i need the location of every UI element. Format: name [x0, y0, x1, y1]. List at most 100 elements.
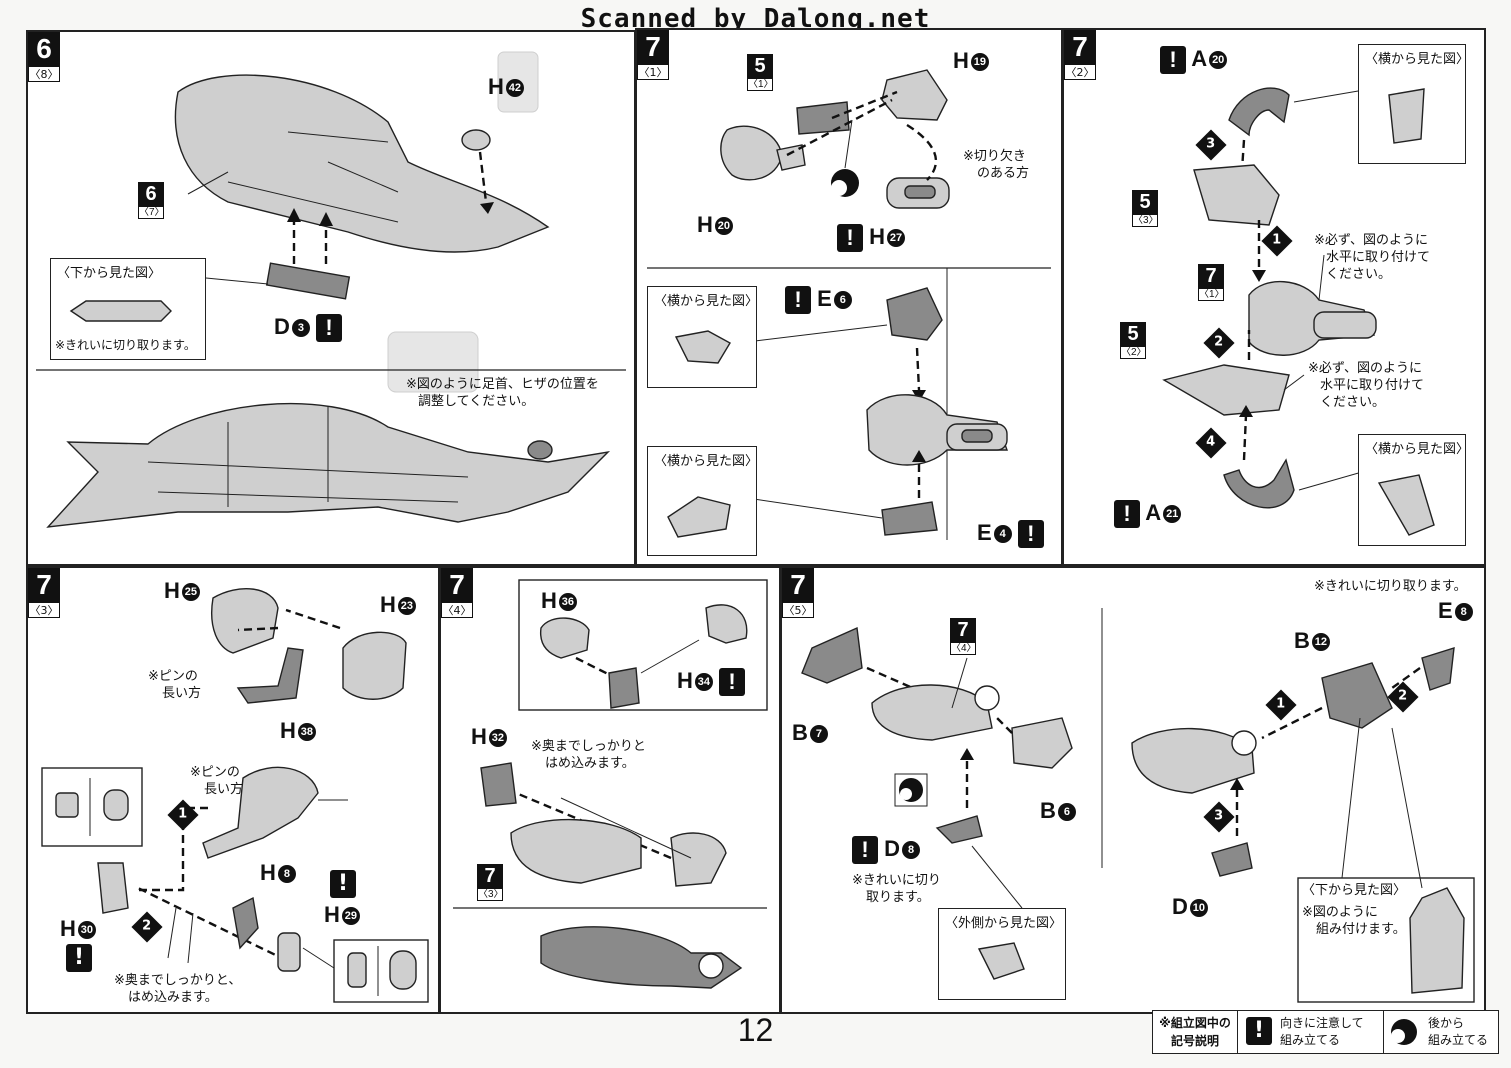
- ref-step5-2: 5〈2〉: [1120, 322, 1147, 359]
- step7-3-illustration: [41, 588, 429, 1003]
- legend-caution: ! 向きに注意して 組み立てる: [1237, 1011, 1384, 1053]
- caution-icon: !: [785, 286, 811, 315]
- step7-1-panel: 7 〈1〉: [635, 28, 1063, 566]
- caution-icon: !: [1160, 46, 1186, 75]
- side-view-title: 〈横から見た図〉: [654, 454, 759, 469]
- bottom-view-box: 〈下から見た図〉 ※きれいに切り取ります。: [50, 258, 206, 360]
- caution-icon: !: [1017, 520, 1044, 549]
- bottom-view-title: 〈下から見た図〉: [57, 266, 162, 281]
- page-number: 12: [737, 1012, 774, 1048]
- step-number: 7: [28, 568, 60, 602]
- step7-5-panel: 7 〈5〉: [780, 566, 1486, 1014]
- horizontal-note-b: ※必ず、図のように 水平に取り付けて ください。: [1308, 361, 1425, 410]
- caution-icon: !: [316, 314, 343, 343]
- side-view-title: 〈横から見た図〉: [1365, 442, 1470, 457]
- notch-note: ※切り欠き のある方: [963, 149, 1030, 181]
- caution-icon: !: [330, 870, 356, 898]
- caution-icon: !: [837, 224, 863, 253]
- side-view-box-1: 〈横から見た図〉: [647, 286, 759, 388]
- step7-3-panel: 7 〈3〉: [26, 566, 440, 1014]
- cut-note-top: ※きれいに切り取ります。: [1314, 579, 1467, 594]
- ref-step6-7: 6〈7〉: [138, 182, 165, 219]
- caution-icon: !: [66, 944, 92, 972]
- pin-note-a: ※ピンの 長い方: [148, 669, 202, 701]
- side-view-box-bottom: 〈横から見た図〉: [1358, 434, 1470, 546]
- legend-title: ※組立図中の 記号説明: [1153, 1011, 1237, 1053]
- ref-step5-1: 5〈1〉: [747, 54, 774, 91]
- step-number: 7: [441, 568, 473, 602]
- outer-view-box: 〈外側から見た図〉: [938, 908, 1066, 1000]
- caution-icon: !: [719, 668, 746, 697]
- side-view-title: 〈横から見た図〉: [1365, 52, 1470, 67]
- substep-number: 〈2〉: [1064, 64, 1096, 80]
- ref-step7-1: 7〈1〉: [1198, 264, 1225, 301]
- ref-step5-3: 5〈3〉: [1132, 190, 1159, 227]
- horizontal-note-a: ※必ず、図のように 水平に取り付けて ください。: [1314, 233, 1431, 282]
- substep-number: 〈1〉: [637, 64, 669, 80]
- side-view-title: 〈横から見た図〉: [654, 294, 759, 309]
- bottom-view-note: ※きれいに切り取ります。: [55, 338, 196, 352]
- leg-assembly: [174, 74, 550, 253]
- side-view-box-top: 〈横から見た図〉: [1358, 44, 1470, 164]
- assemble-note: ※図のように 組み付けます。: [1302, 905, 1406, 937]
- caution-icon: !: [852, 836, 878, 865]
- caution-icon: !: [1114, 500, 1140, 529]
- substep-number: 〈8〉: [28, 66, 60, 82]
- step-number: 6: [28, 32, 60, 66]
- press-note: ※奥までしっかりと、 はめ込みます。: [114, 973, 242, 1005]
- legend-rear: 後から 組み立てる: [1383, 1011, 1499, 1053]
- caution-h30: !: [66, 944, 92, 972]
- ref-step7-3: 7〈3〉: [477, 864, 504, 901]
- step6-panel: 6 〈8〉: [26, 30, 636, 566]
- rear-assembly-icon: [1391, 1019, 1417, 1045]
- step-number: 7: [782, 568, 814, 602]
- substep-number: 〈5〉: [782, 602, 814, 618]
- step7-4-illustration: [453, 579, 768, 989]
- substep-number: 〈3〉: [28, 602, 60, 618]
- side-view-box-2: 〈横から見た図〉: [647, 446, 759, 556]
- step-number: 7: [1064, 30, 1096, 64]
- cut-note: ※きれいに切り 取ります。: [852, 873, 941, 905]
- caution-icon: !: [1246, 1017, 1272, 1045]
- substep-number: 〈4〉: [441, 602, 473, 618]
- pin-note-b: ※ピンの 長い方: [190, 765, 244, 797]
- bottom-view-title: 〈下から見た図〉: [1302, 883, 1407, 898]
- adjust-note: ※図のように足首、ヒザの位置を 調整してください。: [406, 377, 599, 409]
- step7-2-illustration: [1162, 87, 1377, 509]
- step-number: 7: [637, 30, 669, 64]
- step7-5-illustration: [801, 608, 1475, 1003]
- ref-step7-4: 7〈4〉: [950, 618, 977, 655]
- press-note: ※奥までしっかりと はめ込みます。: [531, 739, 646, 771]
- symbol-legend: ※組立図中の 記号説明 ! 向きに注意して 組み立てる 後から 組み立てる: [1152, 1010, 1499, 1054]
- caution-h29: !: [330, 870, 356, 898]
- step7-1-illustration: [647, 69, 1051, 540]
- outer-view-title: 〈外側から見た図〉: [945, 916, 1063, 931]
